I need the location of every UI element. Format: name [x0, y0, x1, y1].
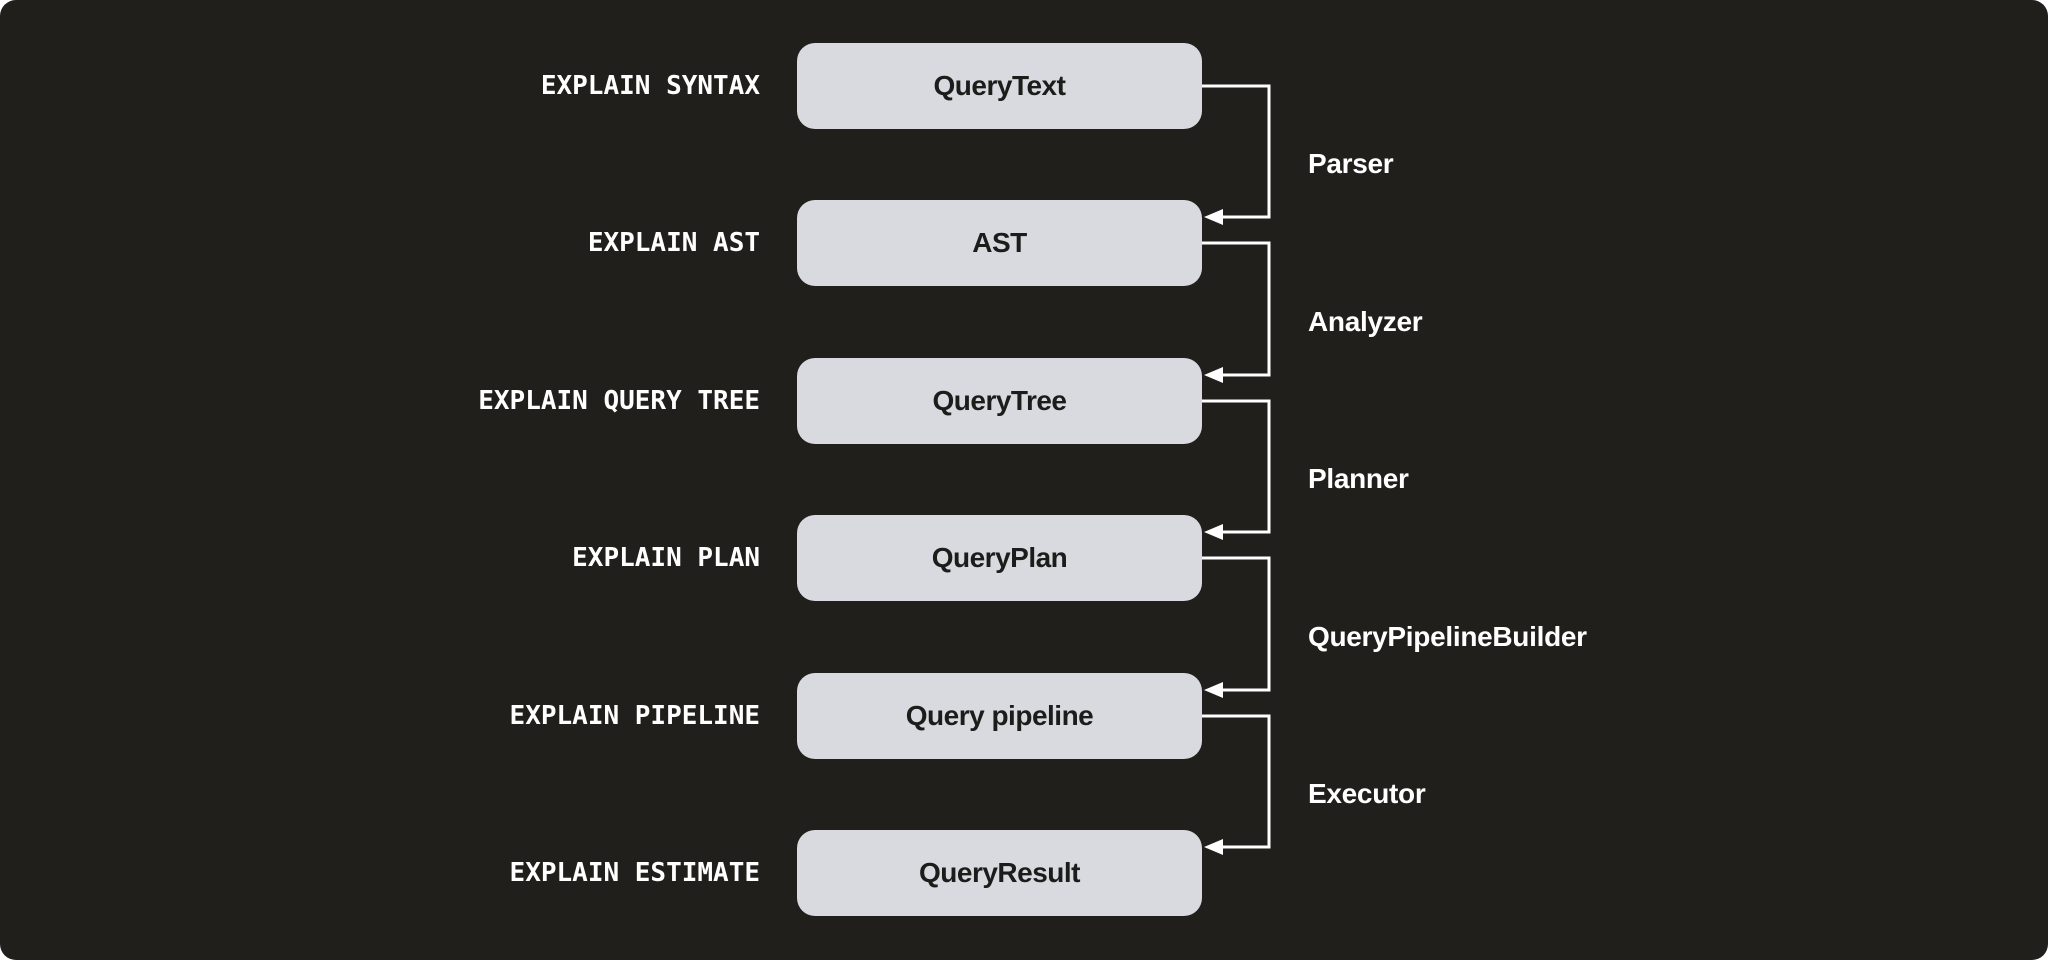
explain-command-label: EXPLAIN AST — [587, 228, 760, 258]
flow-node-label: QueryTree — [932, 385, 1067, 416]
flow-node-label: QueryPlan — [931, 542, 1068, 573]
explain-command-label: EXPLAIN SYNTAX — [540, 71, 760, 101]
flow-row-syntax: EXPLAIN SYNTAX QueryText — [0, 43, 2048, 129]
flow-node-querypipeline: Query pipeline — [797, 673, 1202, 759]
flow-node-label: AST — [972, 227, 1027, 258]
explain-command-label: EXPLAIN PLAN — [572, 543, 760, 573]
flow-node-label: Query pipeline — [905, 700, 1094, 731]
flow-row-estimate: EXPLAIN ESTIMATE QueryResult — [0, 830, 2048, 916]
stage-label-querypipelinebuilder: QueryPipelineBuilder — [1308, 621, 1587, 652]
flow-node-queryresult: QueryResult — [797, 830, 1202, 916]
explain-command-label: EXPLAIN QUERY TREE — [478, 386, 760, 416]
stage-label-parser: Parser — [1308, 148, 1394, 179]
flow-node-querytext: QueryText — [797, 43, 1202, 129]
stage-label-analyzer: Analyzer — [1308, 306, 1423, 337]
flow-node-queryplan: QueryPlan — [797, 515, 1202, 601]
flow-node-querytree: QueryTree — [797, 358, 1202, 444]
stage-label-planner: Planner — [1308, 463, 1409, 494]
flow-node-ast: AST — [797, 200, 1202, 286]
flow-row-querytree: EXPLAIN QUERY TREE QueryTree — [0, 358, 2048, 444]
flow-node-label: QueryResult — [919, 857, 1081, 888]
flow-node-label: QueryText — [933, 70, 1066, 101]
flow-row-ast: EXPLAIN AST AST — [0, 200, 2048, 286]
stage-label-executor: Executor — [1308, 778, 1426, 809]
explain-command-label: EXPLAIN PIPELINE — [509, 701, 760, 731]
flow-row-pipeline: EXPLAIN PIPELINE Query pipeline — [0, 673, 2048, 759]
explain-command-label: EXPLAIN ESTIMATE — [509, 858, 760, 888]
flow-row-queryplan: EXPLAIN PLAN QueryPlan — [0, 515, 2048, 601]
